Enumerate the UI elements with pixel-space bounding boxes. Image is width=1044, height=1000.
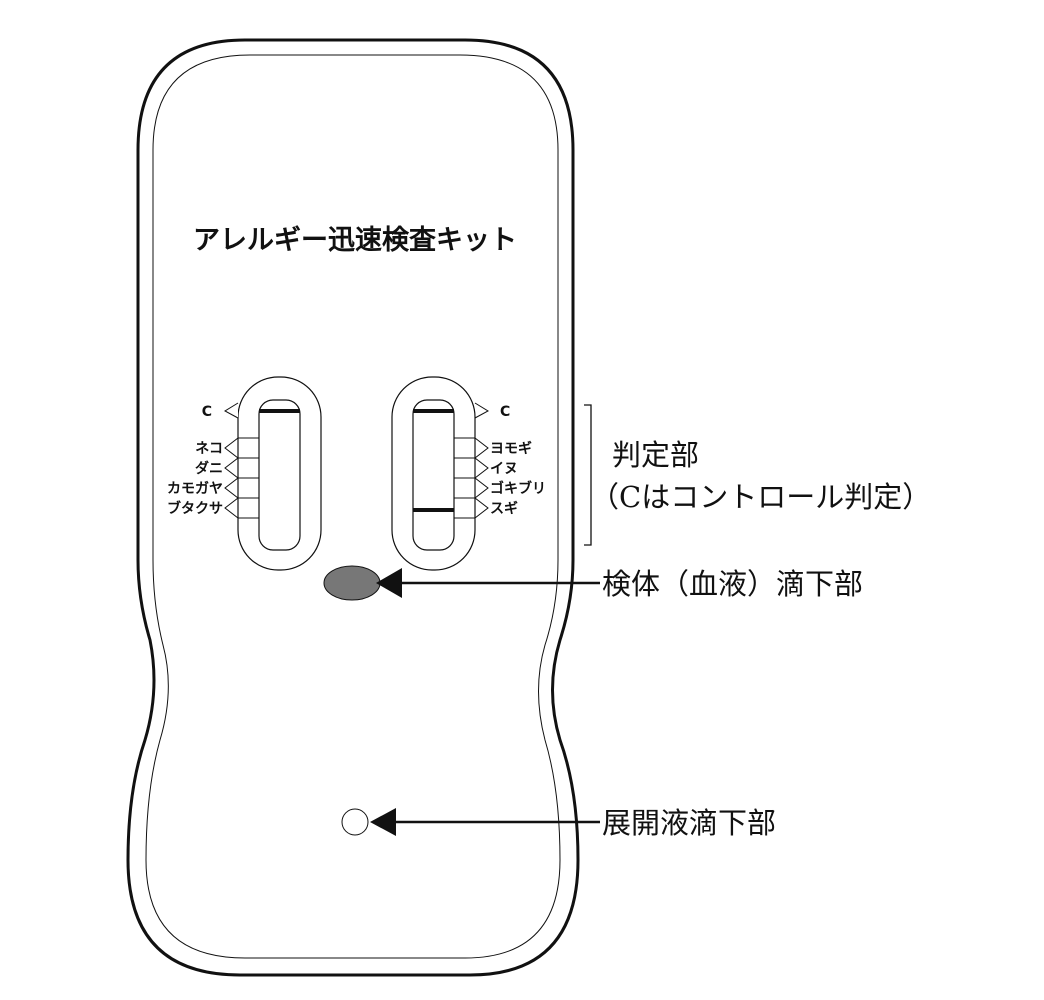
buffer-arrow-head xyxy=(370,808,396,836)
right-allergen-label: スギ xyxy=(490,500,518,517)
sample-port-label: 検体（血液）滴下部 xyxy=(602,567,863,601)
kit-title: アレルギー迅速検査キット xyxy=(193,225,517,256)
right-allergen-label: ヨモギ xyxy=(490,440,532,457)
right-control-label: C xyxy=(500,404,510,420)
left-allergen-label: ダニ xyxy=(195,460,223,477)
left-test-window xyxy=(223,376,322,571)
buffer-port xyxy=(341,808,369,836)
sample-arrow-head xyxy=(376,568,402,598)
judgment-note: （Cはコントロール判定） xyxy=(590,480,931,514)
buffer-port-label: 展開液滴下部 xyxy=(602,806,776,840)
left-allergen-label: ネコ xyxy=(195,441,223,457)
device-inner-outline xyxy=(145,54,561,959)
right-test-window xyxy=(391,376,490,571)
device-outer-outline xyxy=(126,38,580,977)
judgment-bracket xyxy=(584,404,592,546)
left-allergen-label: ブタクサ xyxy=(167,500,223,517)
left-control-label: C xyxy=(202,404,212,420)
right-allergen-label: ゴキブリ xyxy=(490,480,546,497)
judgment-label: 判定部 xyxy=(612,438,699,472)
sample-port xyxy=(323,565,381,601)
left-allergen-label: カモガヤ xyxy=(167,481,223,497)
right-allergen-label: イヌ xyxy=(490,461,518,477)
